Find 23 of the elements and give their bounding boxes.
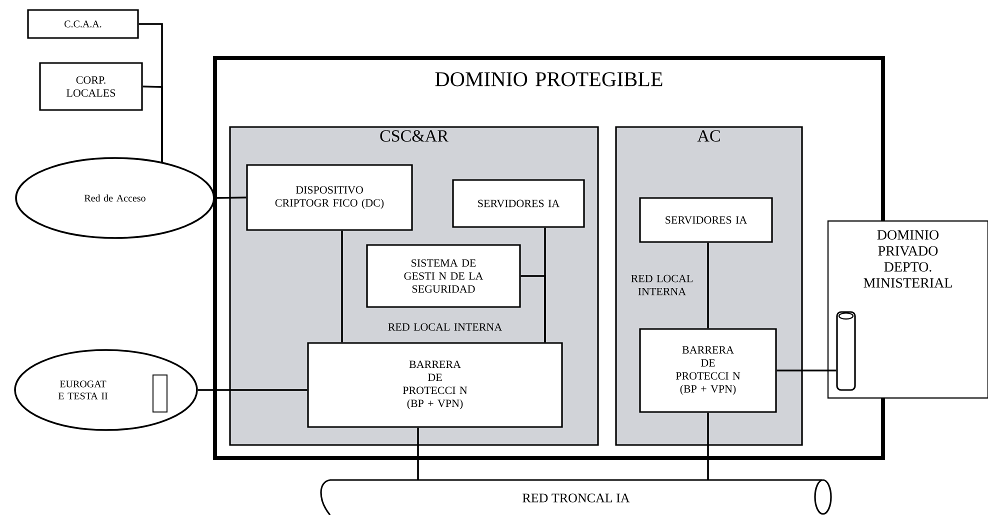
box: C.C.A.A. — [27, 9, 139, 39]
connector-line — [707, 412, 709, 480]
connector-line — [417, 428, 419, 480]
connector-line — [214, 196, 246, 199]
backbone-pipe: RED TRONCAL IA — [320, 479, 832, 515]
barrier-box: BARRERA DE PROTECCI N (BP + VPN) — [639, 328, 777, 413]
connector-line — [520, 275, 546, 342]
server-box: SERVIDORES IA — [639, 197, 773, 243]
cylinder-symbol — [836, 311, 856, 391]
connector-line — [776, 370, 836, 372]
connector-line — [142, 86, 163, 162]
barrier-box: BARRERA DE PROTECCI N (BP + VPN) — [307, 342, 563, 428]
connector-line — [707, 242, 709, 328]
system-box: SISTEMA DE GESTI N DE LA SEGURIDAD — [366, 244, 521, 308]
node-label: RED TRONCAL IA — [522, 494, 630, 502]
device-box: DISPOSITIVO CRIPTOGR FICO (DC) — [246, 164, 413, 231]
connector-line — [341, 230, 343, 342]
network-label: RED LOCAL INTERNA — [388, 323, 502, 331]
connector-line — [198, 389, 308, 391]
server-box: SERVIDORES IA — [452, 179, 585, 228]
network-label: RED LOCAL INTERNA — [631, 274, 692, 296]
box: CORP. LOCALES — [39, 62, 143, 111]
domain-box: DOMINIO PRIVADO DEPTO. MINISTERIAL — [827, 220, 988, 399]
